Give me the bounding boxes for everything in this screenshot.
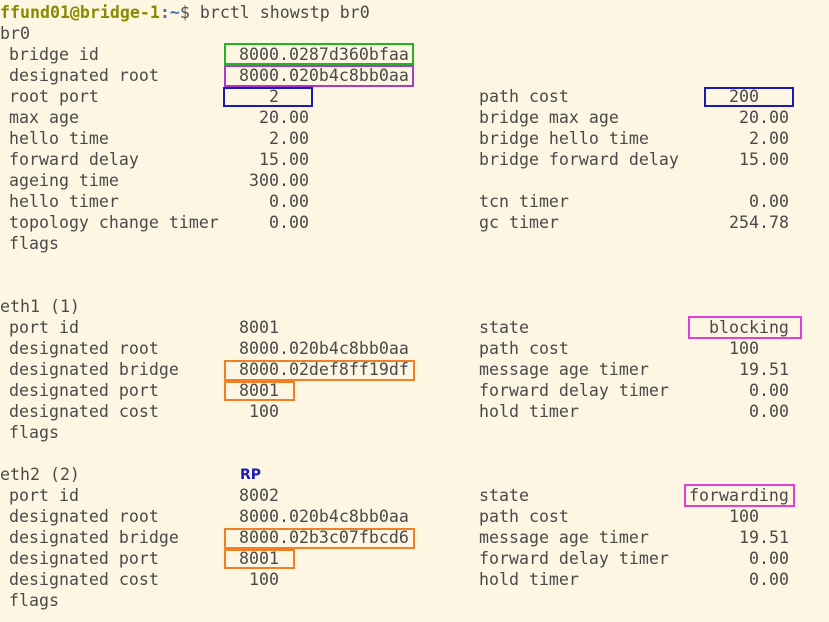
eth2-state-value: forwarding	[689, 486, 789, 505]
eth2-designated-port-value: 8001	[239, 549, 279, 568]
eth2-hold-timer-value: 0.00	[749, 570, 789, 589]
eth2-path-cost-label: path cost	[479, 507, 569, 526]
hello-timer-label: hello timer	[9, 192, 119, 211]
eth2-designated-root-value: 8000.020b4c8bb0aa	[239, 507, 409, 526]
eth1-designated-cost-label: designated cost	[9, 402, 159, 421]
bridge-max-age-value: 20.00	[739, 108, 789, 127]
bridge-id-value: 8000.0287d360bfaa	[239, 45, 409, 64]
prompt-symbol: $	[179, 3, 200, 22]
bridge-forward-delay-label: bridge forward delay	[479, 150, 679, 169]
eth2-flags-label: flags	[9, 591, 59, 610]
eth1-hold-timer-value: 0.00	[749, 402, 789, 421]
eth2-designated-bridge-label: designated bridge	[9, 528, 179, 547]
eth1-designated-root-value: 8000.020b4c8bb0aa	[239, 339, 409, 358]
bridge-max-age-label: bridge max age	[479, 108, 619, 127]
prompt-user-host: ffund01@bridge-1	[0, 3, 160, 22]
eth2-message-age-timer-label: message age timer	[479, 528, 649, 547]
shell-prompt: ffund01@bridge-1:~$ brctl showstp br0	[0, 2, 370, 23]
hello-timer-value: 0.00	[269, 192, 309, 211]
eth2-designated-cost-label: designated cost	[9, 570, 159, 589]
highlight-designated-root	[224, 65, 414, 87]
tcn-timer-value: 0.00	[749, 192, 789, 211]
bridge-name: br0	[0, 24, 30, 43]
eth1-hold-timer-label: hold timer	[479, 402, 579, 421]
eth2-port-id-value: 8002	[239, 486, 279, 505]
eth2-path-cost-value: 100	[729, 507, 759, 526]
eth1-designated-cost-value: 100	[249, 402, 279, 421]
highlight-path-cost	[704, 87, 794, 107]
gc-timer-value: 254.78	[729, 213, 789, 232]
highlight-bridge-id	[224, 43, 414, 65]
eth2-designated-cost-value: 100	[249, 570, 279, 589]
root-port-value: 2	[269, 87, 279, 106]
eth2-designated-bridge-value: 8000.02b3c07fbcd6	[239, 528, 409, 547]
eth1-designated-port-value: 8001	[239, 381, 279, 400]
hello-time-label: hello time	[9, 129, 109, 148]
eth1-designated-port-label: designated port	[9, 381, 159, 400]
forward-delay-value: 15.00	[259, 150, 309, 169]
eth2-forward-delay-timer-label: forward delay timer	[479, 549, 669, 568]
port-header-eth1: eth1 (1)	[0, 297, 80, 316]
bridge-hello-time-label: bridge hello time	[479, 129, 649, 148]
prompt-path: ~	[169, 3, 180, 22]
eth1-state-value: blocking	[709, 318, 789, 337]
bridge-forward-delay-value: 15.00	[739, 150, 789, 169]
port-header-eth2: eth2 (2)	[0, 465, 80, 484]
eth1-designated-bridge-label: designated bridge	[9, 360, 179, 379]
designated-root-value: 8000.020b4c8bb0aa	[239, 66, 409, 85]
highlight-eth1-state	[688, 316, 802, 339]
eth2-port-id-label: port id	[9, 486, 79, 505]
highlight-root-port	[223, 87, 313, 107]
root-port-annotation: RP	[240, 467, 262, 483]
tcn-timer-label: tcn timer	[479, 192, 569, 211]
root-port-label: root port	[9, 87, 99, 106]
eth1-port-id-label: port id	[9, 318, 79, 337]
eth1-state-label: state	[479, 318, 529, 337]
eth1-message-age-timer-value: 19.51	[739, 360, 789, 379]
highlight-eth2-designated-bridge	[224, 528, 415, 549]
eth1-message-age-timer-label: message age timer	[479, 360, 649, 379]
eth1-path-cost-label: path cost	[479, 339, 569, 358]
eth2-hold-timer-label: hold timer	[479, 570, 579, 589]
bridge-hello-time-value: 2.00	[749, 129, 789, 148]
command-text: brctl showstp br0	[199, 3, 370, 22]
eth1-designated-root-label: designated root	[9, 339, 159, 358]
eth2-message-age-timer-value: 19.51	[739, 528, 789, 547]
eth1-forward-delay-timer-label: forward delay timer	[479, 381, 669, 400]
path-cost-value: 200	[729, 87, 759, 106]
eth1-path-cost-value: 100	[729, 339, 759, 358]
highlight-eth2-state	[684, 484, 795, 507]
gc-timer-label: gc timer	[479, 213, 559, 232]
ageing-time-label: ageing time	[9, 171, 119, 190]
eth2-designated-root-label: designated root	[9, 507, 159, 526]
eth2-state-label: state	[479, 486, 529, 505]
eth1-forward-delay-timer-value: 0.00	[749, 381, 789, 400]
eth1-flags-label: flags	[9, 423, 59, 442]
eth2-forward-delay-timer-value: 0.00	[749, 549, 789, 568]
eth1-port-id-value: 8001	[239, 318, 279, 337]
max-age-label: max age	[9, 108, 79, 127]
highlight-eth1-designated-port	[224, 381, 295, 401]
topology-change-timer-label: topology change timer	[9, 213, 219, 232]
topology-change-timer-value: 0.00	[269, 213, 309, 232]
path-cost-label: path cost	[479, 87, 569, 106]
hello-time-value: 2.00	[269, 129, 309, 148]
prompt-separator: :	[159, 3, 170, 22]
highlight-eth1-designated-bridge	[224, 360, 415, 381]
eth1-designated-bridge-value: 8000.02def8ff19df	[239, 360, 409, 379]
max-age-value: 20.00	[259, 108, 309, 127]
ageing-time-value: 300.00	[249, 171, 309, 190]
eth2-designated-port-label: designated port	[9, 549, 159, 568]
designated-root-label: designated root	[9, 66, 159, 85]
bridge-flags-label: flags	[9, 234, 59, 253]
highlight-eth2-designated-port	[224, 549, 295, 569]
bridge-id-label: bridge id	[9, 45, 99, 64]
forward-delay-label: forward delay	[9, 150, 139, 169]
